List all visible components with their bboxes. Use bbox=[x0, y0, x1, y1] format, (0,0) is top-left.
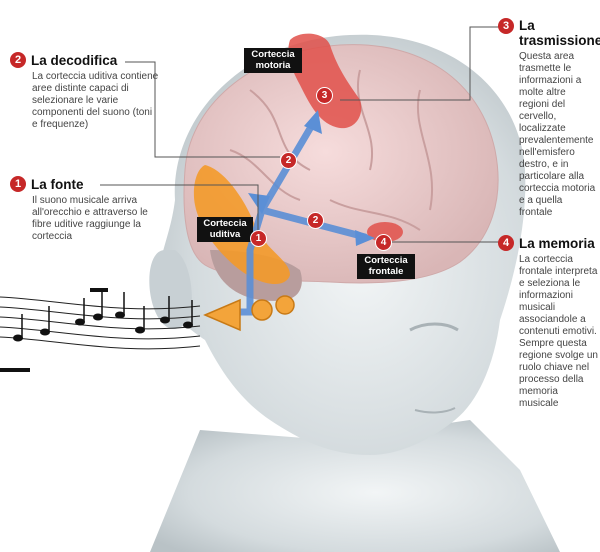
marker-4: 4 bbox=[375, 234, 392, 251]
step-number-badge: 3 bbox=[498, 18, 514, 34]
motor-cortex-area bbox=[288, 33, 362, 129]
neck-shape bbox=[150, 420, 560, 552]
step-decodifica: 2 La decodifica La corteccia uditiva con… bbox=[10, 52, 160, 131]
marker-2-lower: 2 bbox=[307, 212, 324, 229]
mouth-hint bbox=[414, 407, 456, 414]
motor-cortex-label: Corteccia motoria bbox=[244, 48, 302, 73]
eye-hint bbox=[409, 322, 459, 332]
step-title: La trasmissione bbox=[519, 18, 600, 48]
step-number-badge: 2 bbox=[10, 52, 26, 68]
step-title: La memoria bbox=[519, 235, 595, 251]
step-description: Questa area trasmette le informazioni a … bbox=[519, 51, 596, 218]
step-description: Il suono musicale arriva all'orecchio e … bbox=[32, 195, 148, 242]
frontal-cortex-label: Corteccia frontale bbox=[357, 254, 415, 279]
step-number-badge: 4 bbox=[498, 235, 514, 251]
step-fonte: 1 La fonte Il suono musicale arriva all'… bbox=[10, 176, 170, 243]
step-title: La fonte bbox=[31, 176, 84, 192]
marker-3: 3 bbox=[316, 87, 333, 104]
inner-ear-shape bbox=[203, 295, 295, 332]
step-number-badge: 1 bbox=[10, 176, 26, 192]
step-description: La corteccia frontale interpreta e selez… bbox=[519, 254, 598, 409]
marker-2-upper: 2 bbox=[280, 152, 297, 169]
ear-shape bbox=[149, 250, 192, 330]
marker-1: 1 bbox=[250, 230, 267, 247]
auditory-cortex-label: Corteccia uditiva bbox=[197, 217, 253, 242]
music-notes bbox=[0, 288, 193, 372]
step-memoria: 4 La memoria La corteccia frontale inter… bbox=[498, 235, 598, 410]
step-title: La decodifica bbox=[31, 52, 118, 68]
step-description: La corteccia uditiva contiene aree disti… bbox=[32, 71, 159, 130]
leader-lines bbox=[100, 26, 505, 243]
step-trasmissione: 3 La trasmissione Questa area trasmette … bbox=[498, 18, 600, 219]
